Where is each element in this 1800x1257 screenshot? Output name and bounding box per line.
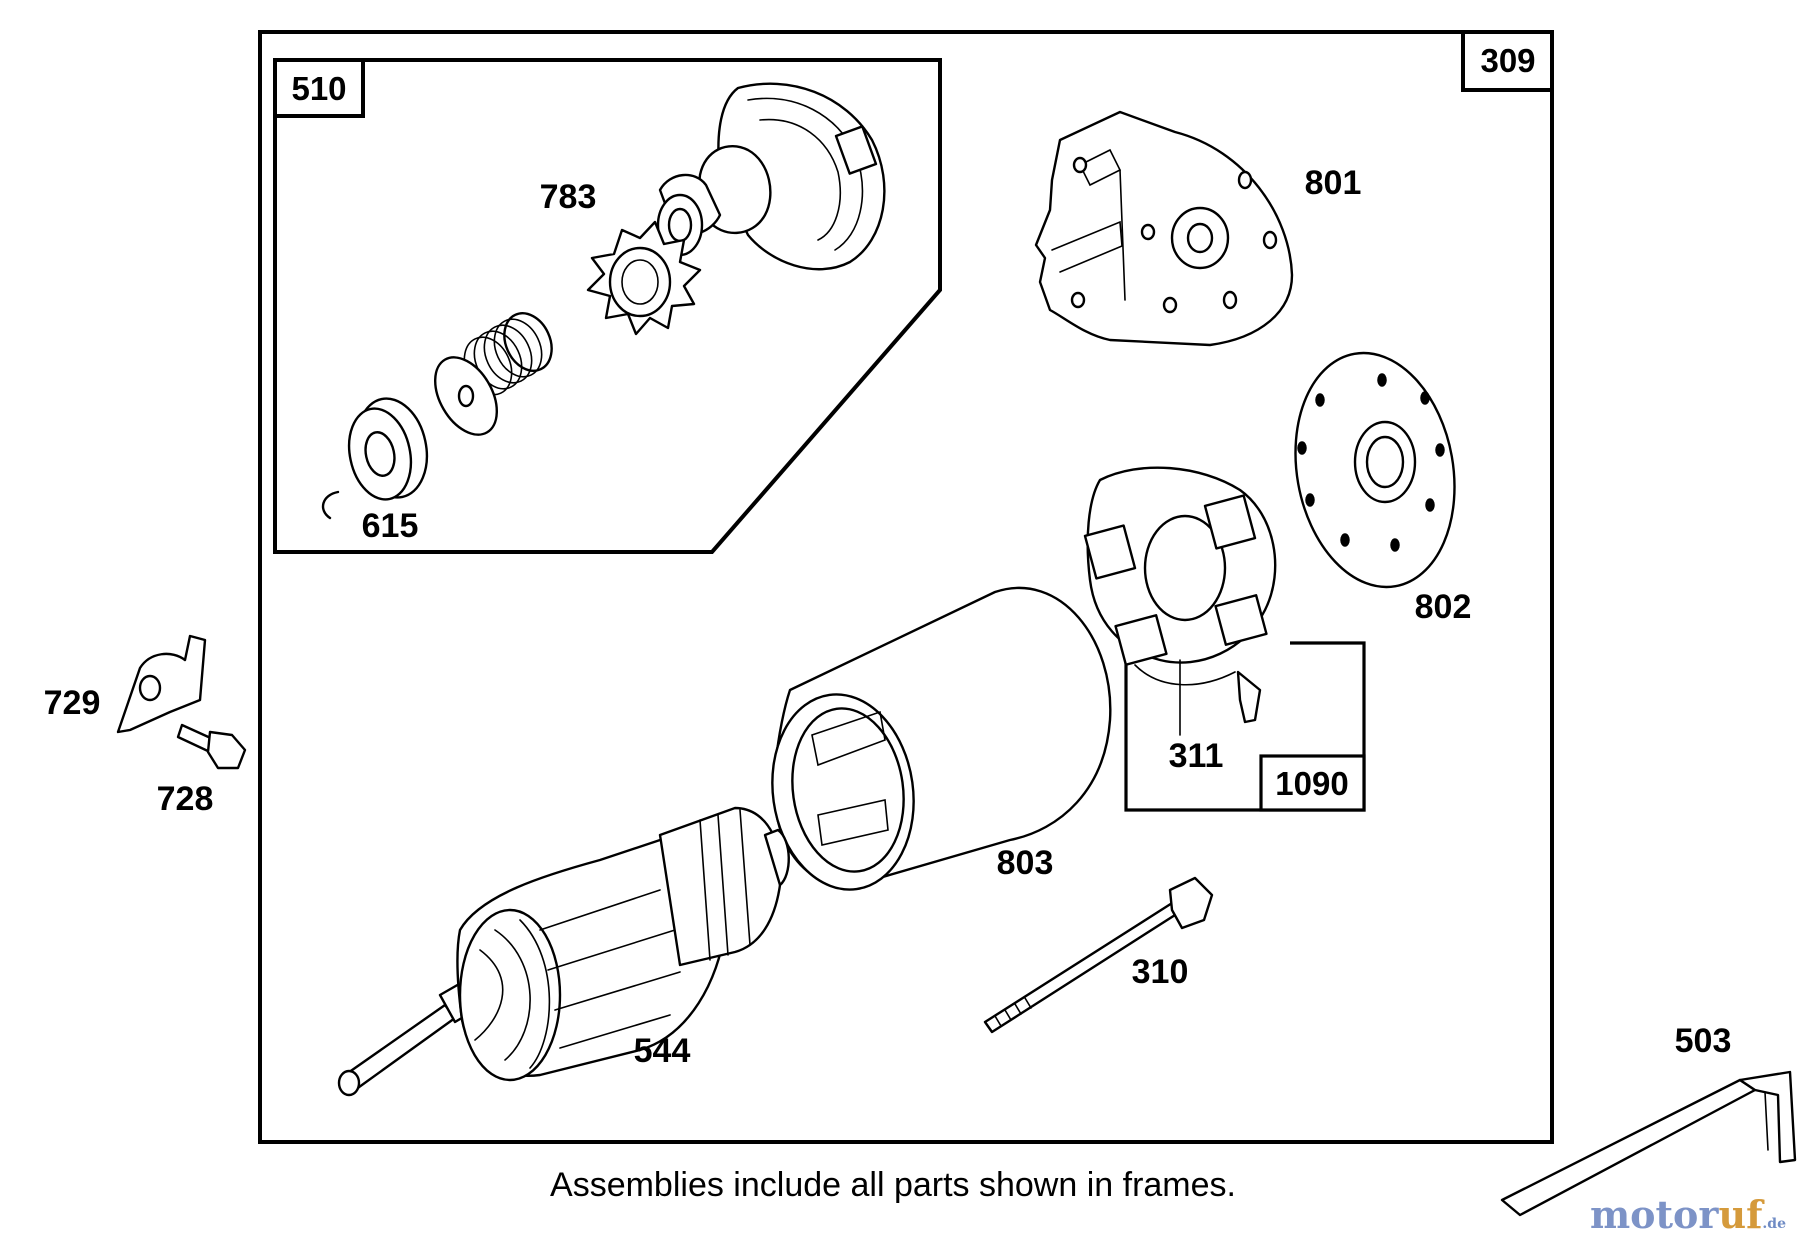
frame-510-label: 510 [291, 70, 346, 107]
flat-washer [434, 356, 498, 436]
anti-drift-spring [463, 312, 553, 396]
armature [337, 806, 790, 1097]
part-label-803: 803 [997, 844, 1054, 882]
frame-1090-label-box [1259, 754, 1366, 812]
brush-holder-assembly [1083, 466, 1277, 736]
part-label-802: 802 [1415, 588, 1472, 626]
part-label-728: 728 [157, 780, 214, 818]
pinion-gear [586, 220, 702, 336]
tool-bracket [1500, 1070, 1797, 1217]
part-label-801: 801 [1305, 164, 1362, 202]
part-label-729: 729 [44, 684, 101, 722]
stop-collar [347, 397, 429, 501]
part-label-503: 503 [1675, 1022, 1732, 1060]
motor-frame-housing [771, 586, 1112, 891]
drive-housing [656, 82, 886, 271]
watermark-logo: motoruf.de [1589, 1192, 1786, 1237]
frame-309-label-box [1461, 30, 1554, 92]
drive-assembly-frame-510 [273, 58, 942, 554]
assembly-frame-309 [258, 30, 1554, 1144]
clip-bracket [116, 634, 207, 734]
diagram-caption: Assemblies include all parts shown in fr… [550, 1166, 1236, 1204]
retaining-ring [321, 490, 340, 520]
part-label-311: 311 [1169, 737, 1224, 775]
frame-309-label: 309 [1480, 42, 1535, 79]
frame-510-label-box [273, 58, 365, 118]
mounting-bracket-plate [1034, 110, 1294, 347]
frame-1090-label: 1090 [1275, 765, 1348, 802]
part-label-544: 544 [634, 1032, 691, 1070]
hex-screw [176, 723, 247, 770]
part-label-310: 310 [1132, 953, 1189, 991]
end-cap-plate [1294, 351, 1456, 589]
part-label-783: 783 [540, 178, 597, 216]
part-label-615: 615 [362, 507, 419, 545]
through-bolt [983, 876, 1214, 1034]
